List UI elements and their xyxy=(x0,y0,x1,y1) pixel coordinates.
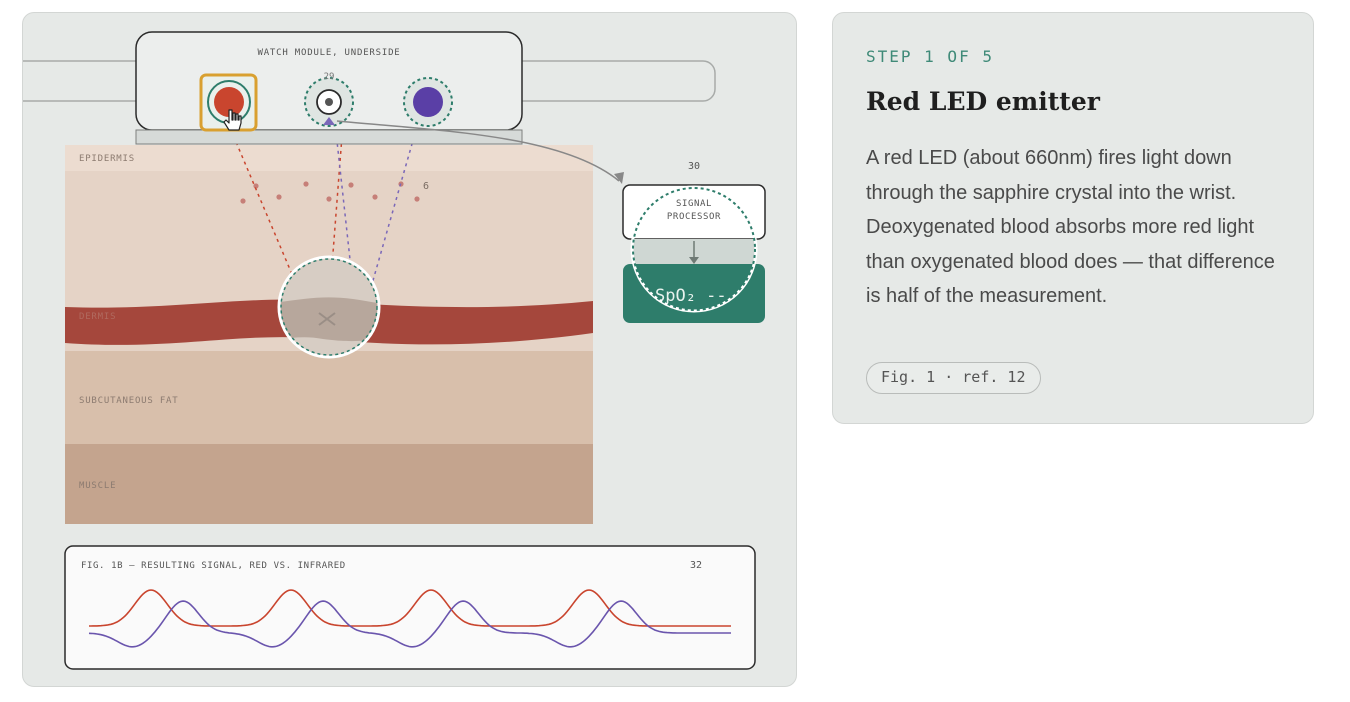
light-paths xyxy=(227,122,419,306)
processor-label-1: SIGNAL xyxy=(676,199,712,209)
step-description: A red LED (about 660nm) fires light down… xyxy=(866,147,1275,307)
photodetector-marker xyxy=(323,117,335,125)
step-info-card: STEP 1 OF 5 Red LED emitter A red LED (a… xyxy=(832,12,1314,424)
epidermis-layer xyxy=(65,145,593,171)
infrared-led-button[interactable] xyxy=(403,77,453,127)
spo2-readout: SpO₂ -- xyxy=(655,286,727,306)
muscle-label: MUSCLE xyxy=(79,481,116,491)
watch-strap xyxy=(23,60,716,102)
hand-cursor-icon xyxy=(223,109,242,131)
figure-reference-chip[interactable]: Fig. 1 · ref. 12 xyxy=(866,362,1041,394)
step-label: STEP 1 OF 5 xyxy=(866,47,994,66)
signal-chart-callout: 32 xyxy=(690,560,702,571)
dermis-label: DERMIS xyxy=(79,312,116,322)
photodetector-button[interactable] xyxy=(304,77,354,127)
epidermis-label: EPIDERMIS xyxy=(79,154,135,164)
signal-chart-title: FIG. 1B — RESULTING SIGNAL, RED VS. INFR… xyxy=(81,561,346,571)
scatter-callout: 6 xyxy=(423,181,429,192)
infrared-led-dot xyxy=(413,87,443,117)
watch-label: WATCH MODULE, UNDERSIDE xyxy=(257,48,400,58)
red-signal-wave xyxy=(89,589,731,627)
processor-label-2: PROCESSOR xyxy=(667,212,721,222)
step-title: Red LED emitter xyxy=(866,87,1100,116)
sensor-callout: 29 xyxy=(324,72,335,82)
magnifier-lens xyxy=(277,255,381,359)
processor-lens xyxy=(630,185,758,313)
muscle-layer xyxy=(65,444,593,524)
sensor-diagram: EPIDERMIS DERMIS SUBCUTANEOUS FAT MUSCLE… xyxy=(23,31,766,670)
signal-arrowhead xyxy=(614,172,624,184)
red-led-button[interactable] xyxy=(199,73,258,132)
fat-layer xyxy=(65,351,593,444)
sapphire-crystal xyxy=(135,129,523,145)
scattered-photons xyxy=(240,181,420,204)
signal-chart: FIG. 1B — RESULTING SIGNAL, RED VS. INFR… xyxy=(64,545,756,670)
diagram-panel: EPIDERMIS DERMIS SUBCUTANEOUS FAT MUSCLE… xyxy=(22,12,797,687)
spo2-readout-box: SpO₂ -- xyxy=(623,264,765,323)
signal-arrow xyxy=(336,120,620,182)
processor-callout: 30 xyxy=(688,161,700,172)
infrared-signal-wave xyxy=(88,600,731,648)
red-led-dot xyxy=(214,87,244,117)
fat-label: SUBCUTANEOUS FAT xyxy=(79,396,179,406)
